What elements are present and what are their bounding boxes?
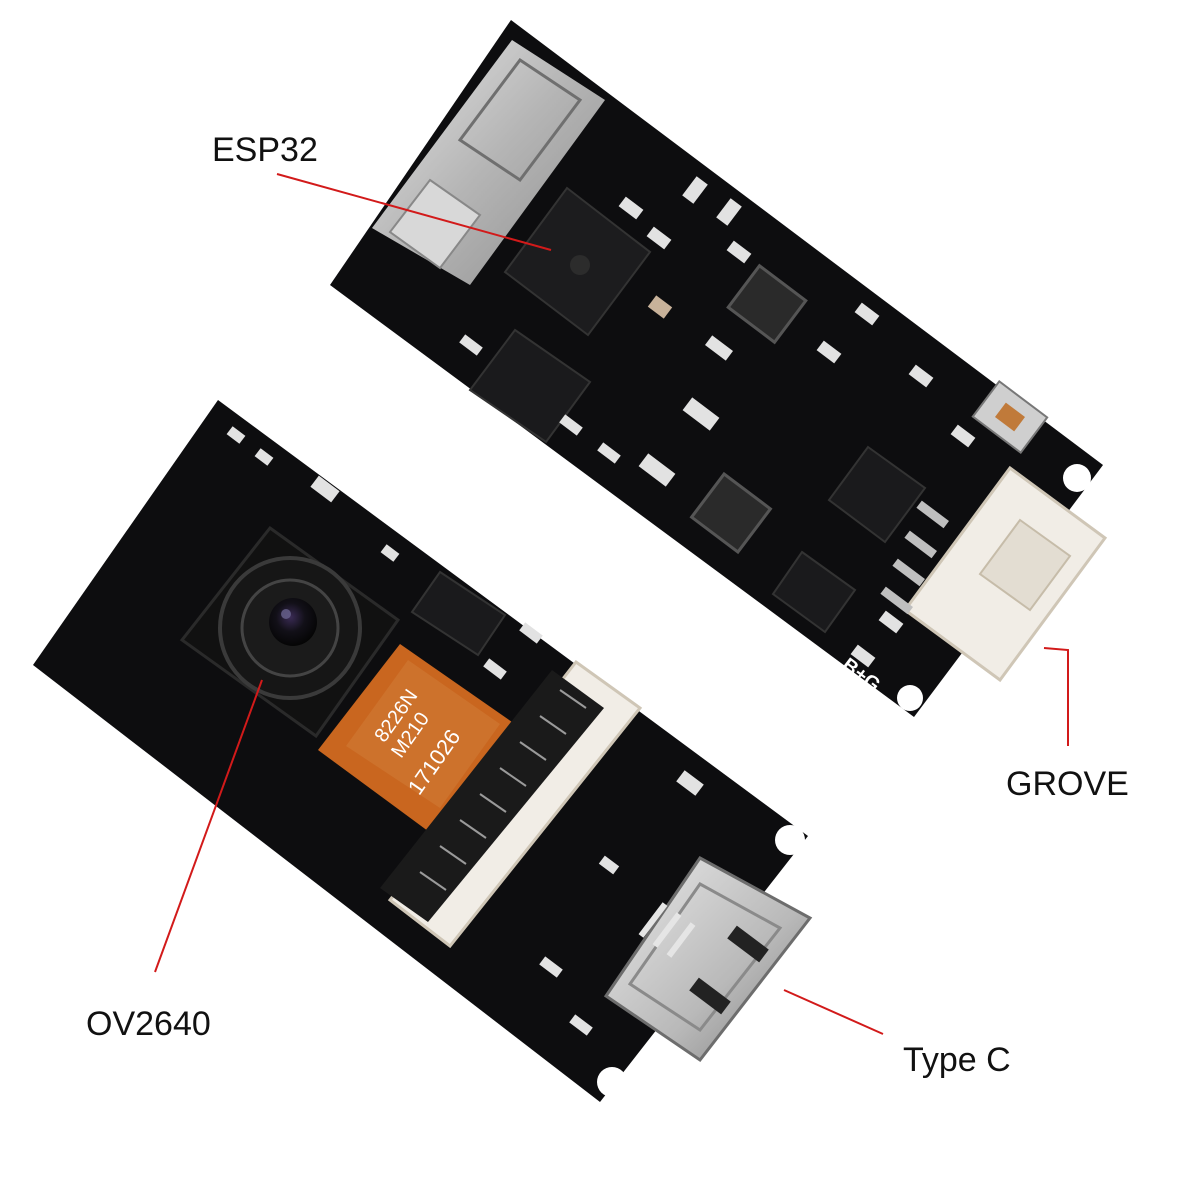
- bottom-board: 8226N M210 171026: [33, 400, 813, 1102]
- ov2640-label: OV2640: [86, 1005, 211, 1043]
- top-board: B+G: [330, 20, 1108, 717]
- flash-chip: [468, 328, 592, 444]
- qfn-chip: [827, 445, 927, 544]
- camera-ldo-chip: [410, 570, 507, 657]
- grove-connector: [880, 465, 1108, 683]
- inductor: [726, 263, 808, 345]
- type-c-label: Type C: [903, 1041, 1011, 1079]
- type-c-leader-line: [783, 989, 884, 1035]
- mounting-hole: [775, 825, 805, 855]
- mounting-hole: [1063, 464, 1091, 492]
- esp32-leader-line: [276, 173, 552, 251]
- mounting-hole: [597, 1067, 627, 1097]
- grove-label: GROVE: [1006, 765, 1129, 803]
- usb-type-c-connector: [603, 856, 813, 1063]
- ov2640-leader-line: [154, 679, 263, 973]
- smd-components: [226, 426, 704, 1036]
- mounting-hole: [897, 685, 923, 711]
- esp32-label: ESP32: [212, 131, 318, 169]
- antenna-shield: [372, 40, 605, 285]
- grove-leader-line: [1043, 647, 1069, 746]
- fpc-connector: [380, 659, 643, 949]
- camera-module: [179, 525, 401, 739]
- power-chip: [771, 550, 857, 634]
- inductor: [689, 471, 773, 555]
- camera-lens: [269, 598, 317, 646]
- smd-components: [459, 176, 976, 668]
- leader-lines: [154, 173, 1069, 1035]
